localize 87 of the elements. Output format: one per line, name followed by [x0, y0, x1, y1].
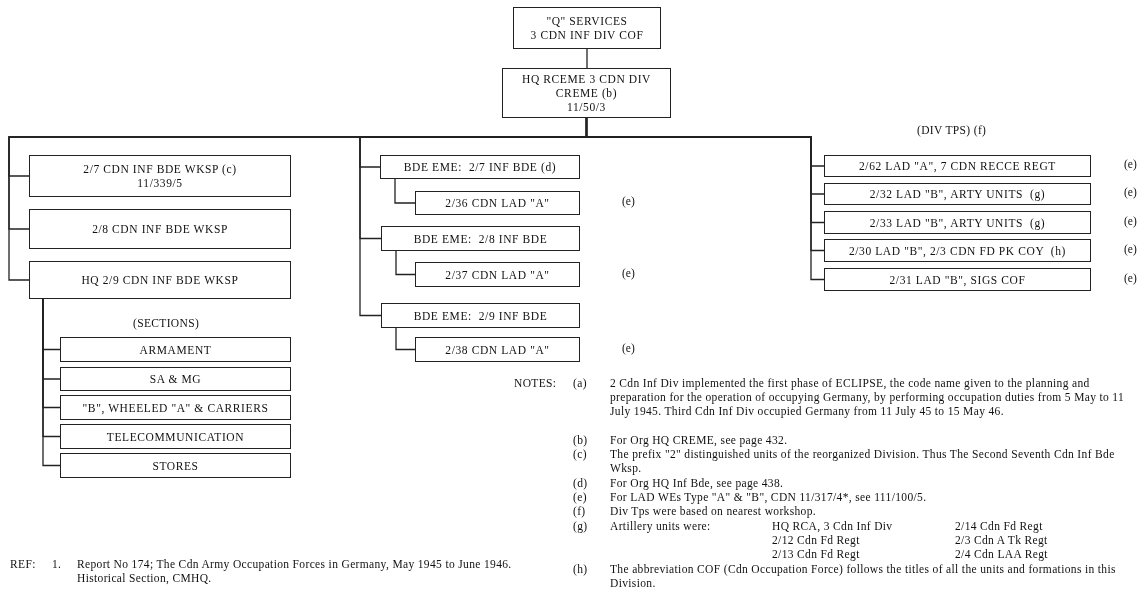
unit-name: BDE EME: 2/9 INF BDE [413, 308, 548, 323]
note-text: The abbreviation COF (Cdn Occupation Force) follows the titles of all the units and formations in this Division. [610, 562, 1117, 591]
unit-box [415, 262, 580, 287]
note-text: 2/12 Cdn Fd Regt [772, 533, 860, 548]
connector-line [42, 298, 61, 467]
unit-name: 2/7 CDN INF BDE WKSP (c) [83, 162, 237, 176]
unit-name: TELECOMMUNICATION [106, 429, 245, 444]
note-text: 2 Cdn Inf Div implemented the first phase of ECLIPSE, the code name given to the planning and preparation for the operation of occupying Germany, by performing occupation duties from 5 May to 11 July 1945. Third Cdn Inf Div occupied Germany from 11 July 45 to 15 May 46. [610, 376, 1126, 419]
unit-box [513, 7, 661, 49]
unit-name: STORES [152, 458, 199, 473]
footnote-reference: (e) [1124, 271, 1137, 284]
unit-name: ARMAMENT [139, 342, 212, 357]
unit-box [502, 68, 671, 118]
unit-name: 3 CDN INF DIV COF [530, 28, 644, 42]
section-heading: (SECTIONS) [133, 316, 200, 331]
footnote-reference: (e) [622, 195, 635, 207]
unit-box [381, 303, 580, 328]
connector-line [585, 117, 825, 281]
unit-name: 2/32 LAD "B", ARTY UNITS (g) [869, 187, 1046, 201]
unit-name: 2/36 CDN LAD "A" [445, 196, 550, 210]
note-marker: (b) [573, 433, 588, 448]
unit-box [381, 226, 580, 251]
connector-line [395, 250, 416, 276]
note-text: 2/14 Cdn Fd Regt [955, 519, 1043, 534]
unit-box [60, 367, 291, 391]
note-text: For LAD WEs Type "A" & "B", CDN 11/317/4*, see 111/100/5. [610, 490, 928, 505]
unit-name: 2/38 CDN LAD "A" [445, 342, 550, 357]
reference-heading: REF: [10, 557, 36, 572]
notes-heading: NOTES: [514, 376, 557, 391]
reference-text: Report No 174; The Cdn Army Occupation Forces in Germany, May 1945 to June 1946. Historical Section, CMHQ. [77, 557, 513, 586]
unit-name: 2/62 LAD "A", 7 CDN RECCE REGT [859, 159, 1056, 173]
footnote-reference: (e) [1124, 158, 1137, 170]
footnote-reference: (e) [622, 341, 635, 354]
unit-box [824, 268, 1091, 291]
note-marker: (h) [573, 562, 588, 577]
note-marker: (e) [573, 490, 587, 505]
unit-box [415, 191, 580, 215]
group-heading: (DIV TPS) (f) [917, 123, 987, 138]
footnote-reference: (e) [1124, 242, 1137, 255]
connector-line [395, 327, 416, 351]
unit-name: "Q" SERVICES [546, 14, 628, 28]
connector-line [586, 48, 588, 69]
note-marker: (d) [573, 476, 588, 491]
unit-name: 11/50/3 [566, 100, 607, 114]
unit-box [60, 424, 291, 449]
unit-box [380, 155, 580, 179]
unit-name: 11/339/5 [137, 176, 183, 190]
footnote-reference: (e) [1124, 214, 1137, 227]
note-marker: (g) [573, 519, 588, 534]
note-text: HQ RCA, 3 Cdn Inf Div [772, 519, 893, 534]
note-text: Div Tps were based on nearest workshop. [610, 504, 818, 519]
unit-box [824, 239, 1091, 262]
unit-name: HQ 2/9 CDN INF BDE WKSP [81, 273, 239, 287]
note-text: 2/4 Cdn LAA Regt [955, 547, 1048, 562]
unit-name: HQ RCEME 3 CDN DIV CREME (b) [521, 72, 652, 100]
footnote-reference: (e) [1124, 186, 1137, 198]
unit-name: 2/8 CDN INF BDE WKSP [92, 222, 228, 236]
unit-name: BDE EME: 2/7 INF BDE (d) [403, 160, 557, 174]
unit-name: SA & MG [149, 372, 202, 386]
note-text: Artillery units were: [610, 519, 711, 534]
unit-box [824, 183, 1091, 205]
note-text: 2/3 Cdn A Tk Regt [955, 533, 1048, 548]
unit-box [60, 337, 291, 362]
unit-name: BDE EME: 2/8 INF BDE [413, 231, 548, 246]
unit-box [29, 209, 291, 249]
note-text: For Org HQ CREME, see page 432. [610, 433, 789, 448]
note-text: 2/13 Cdn Fd Regt [772, 547, 860, 562]
unit-name: 2/37 CDN LAD "A" [445, 267, 550, 282]
connector-line [394, 178, 416, 204]
note-marker: (a) [573, 376, 587, 391]
note-text: For Org HQ Inf Bde, see page 438. [610, 476, 785, 491]
note-marker: (c) [573, 447, 587, 462]
unit-name: 2/31 LAD "B", SIGS COF [889, 272, 1026, 287]
unit-name: 2/30 LAD "B", 2/3 CDN FD PK COY (h) [848, 243, 1067, 258]
unit-box [824, 211, 1091, 234]
reference-number: 1. [52, 557, 62, 572]
unit-box [415, 337, 580, 362]
note-marker: (f) [573, 504, 586, 519]
unit-box [29, 155, 291, 197]
unit-box [29, 261, 291, 299]
unit-box [60, 395, 291, 420]
note-text: The prefix "2" distinguished units of the reorganized Division. Thus The Second Seventh Cdn Inf Bde Wksp. [610, 447, 1116, 476]
unit-name: "B", WHEELED "A" & CARRIERS [82, 400, 269, 415]
unit-name: 2/33 LAD "B", ARTY UNITS (g) [869, 215, 1046, 230]
unit-box [824, 155, 1091, 177]
unit-box [60, 453, 291, 478]
footnote-reference: (e) [622, 266, 635, 279]
